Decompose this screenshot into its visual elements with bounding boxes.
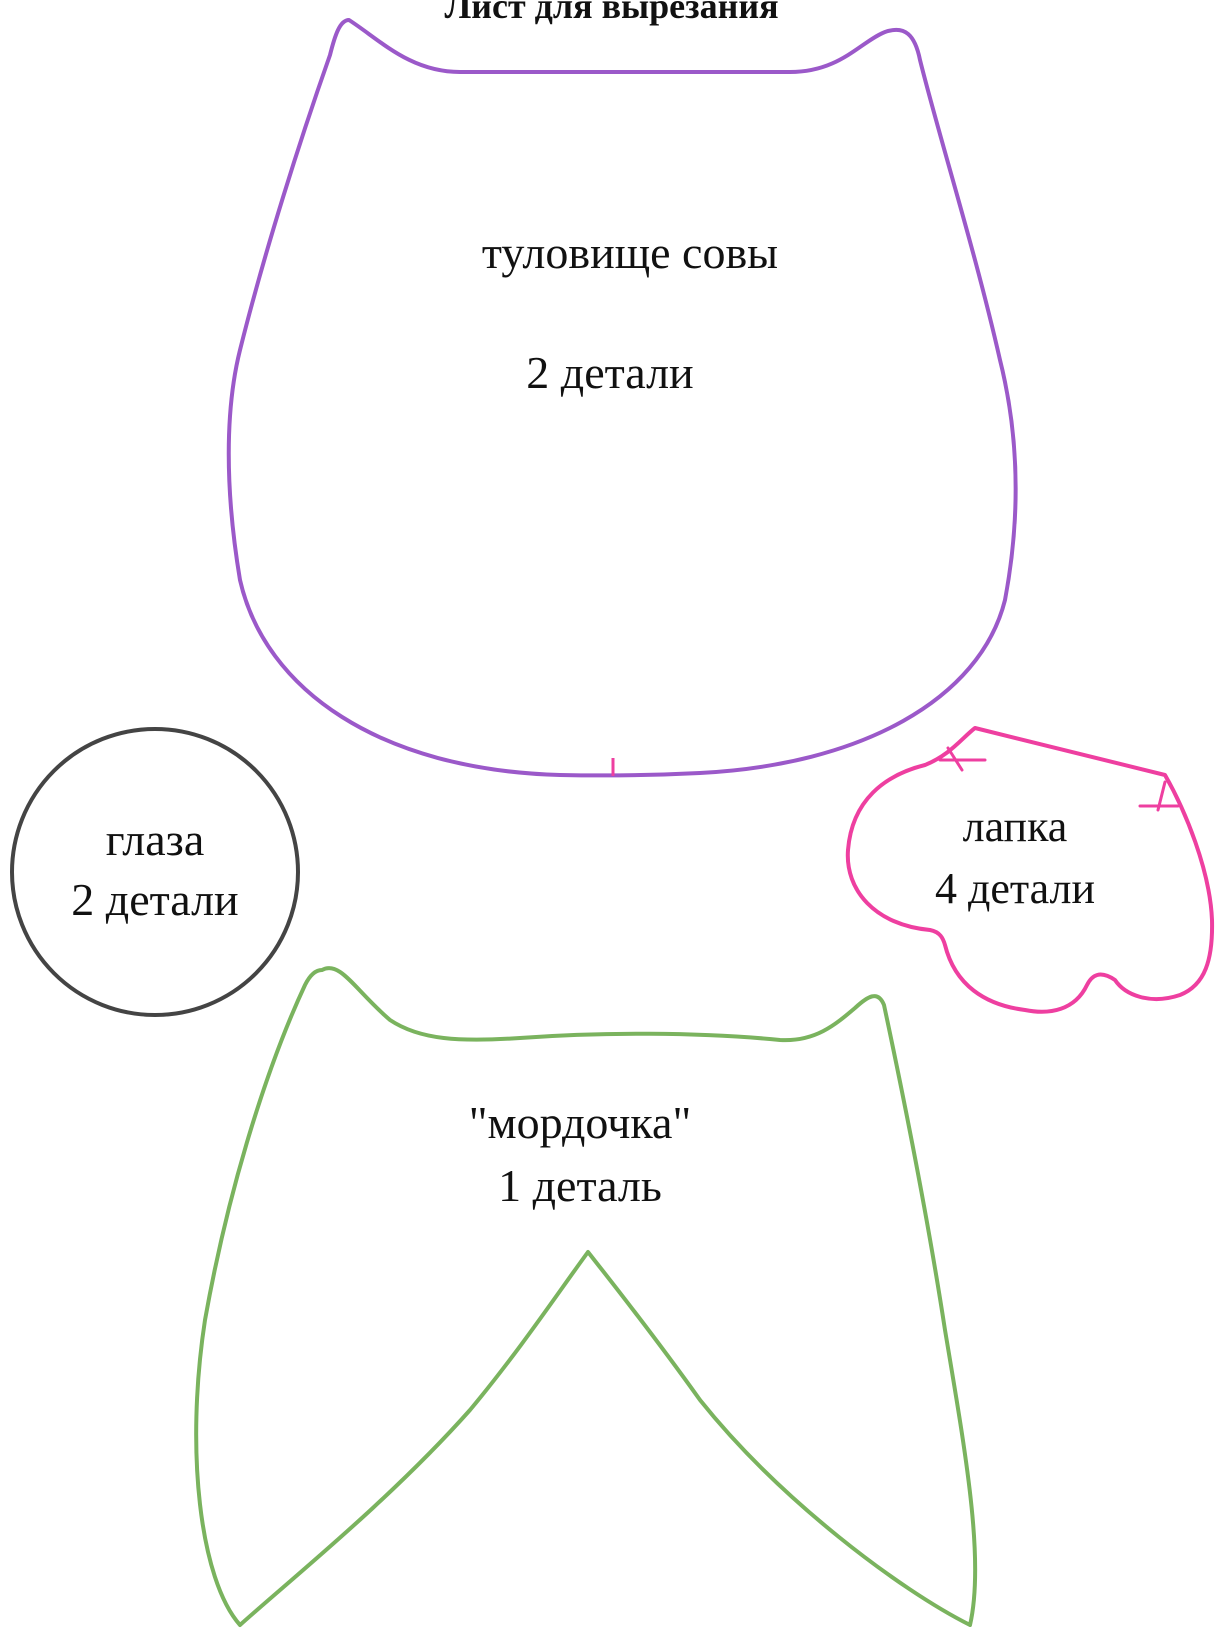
paw-label: лапка — [962, 802, 1068, 851]
eye-outline — [10, 727, 300, 1017]
paw-outline — [845, 726, 1215, 1014]
paw-stitch-marks — [938, 746, 1180, 812]
face-outline — [194, 966, 978, 1627]
body-outline — [226, 18, 1018, 778]
eye-count: 2 детали — [71, 874, 239, 925]
body-label: туловище совы — [481, 227, 779, 278]
face-label: "мордочка" — [468, 1097, 692, 1148]
sheet-title: Лист для вырезания — [444, 0, 779, 26]
eye-label: глаза — [105, 814, 205, 865]
paw-count: 4 детали — [934, 864, 1096, 913]
face-count: 1 деталь — [498, 1160, 662, 1211]
body-count: 2 детали — [526, 347, 694, 398]
